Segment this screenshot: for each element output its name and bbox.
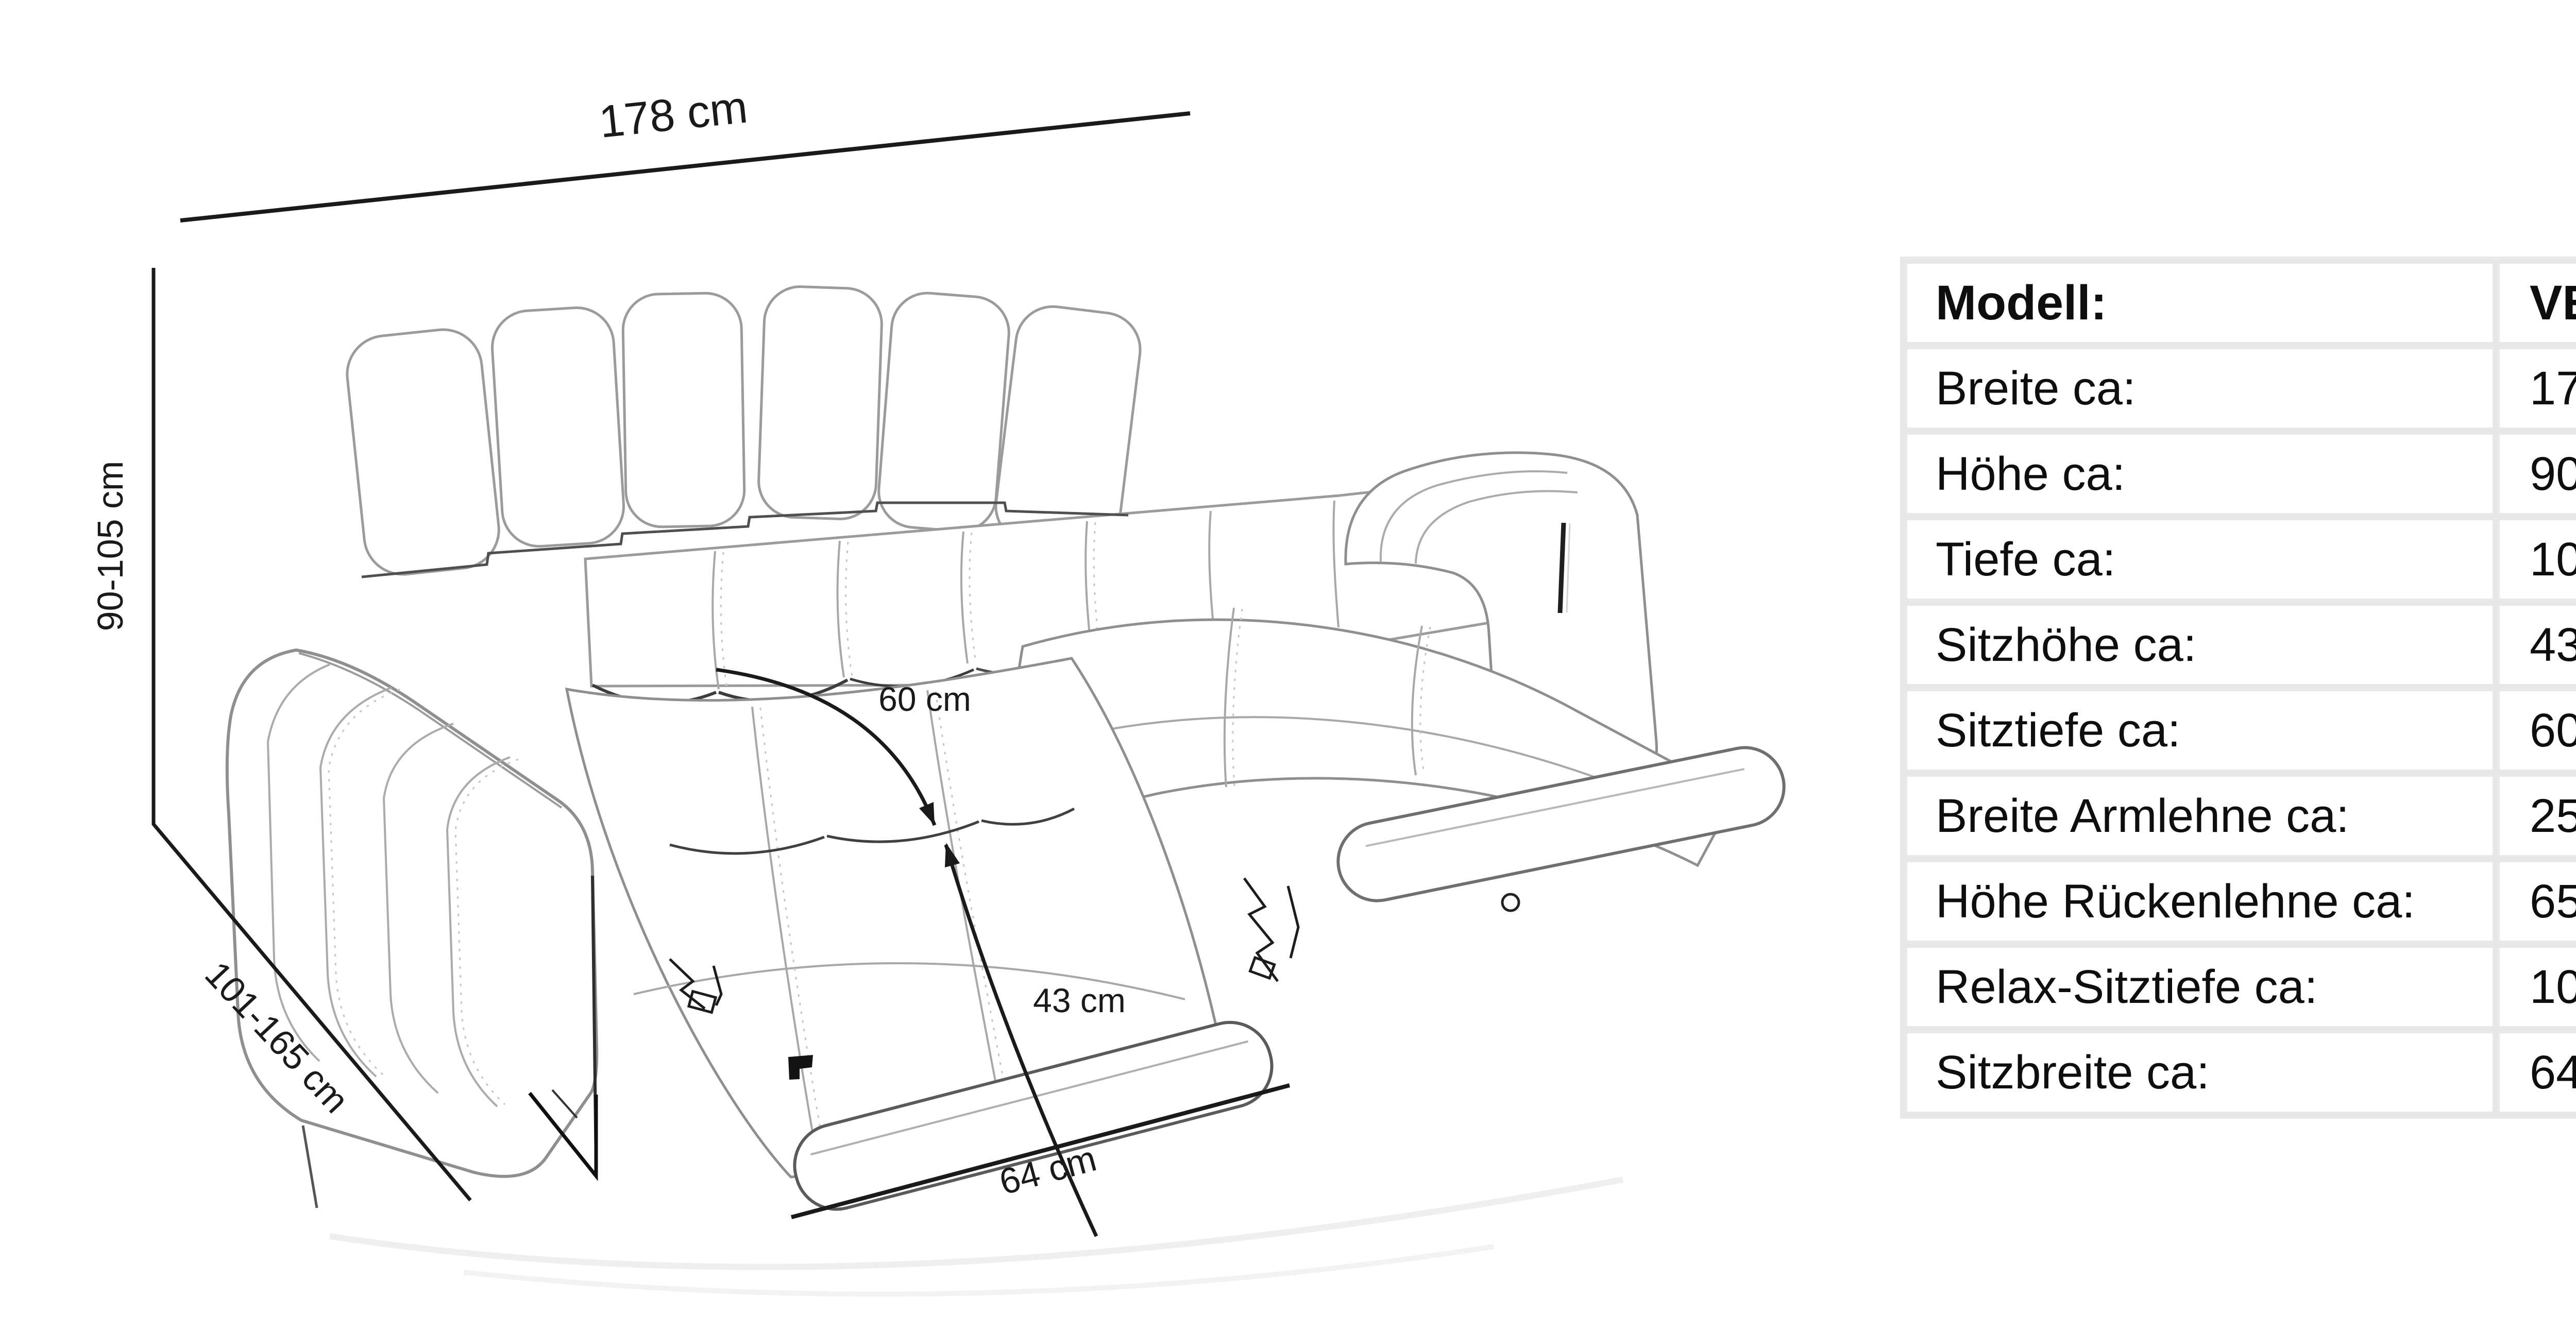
spec-label: Relax-Sitztiefe ca: — [1907, 948, 2493, 1026]
sofa-line-drawing: 178 cm 90-105 cm 101-165 cm 64 cm 60 cm … — [90, 81, 1786, 1297]
left-legrest-stitching — [759, 691, 1016, 1170]
left-footrest-bracket — [788, 1055, 813, 1080]
dimension-label-seat-height: 43 cm — [1033, 981, 1126, 1019]
ground-shadow-lines — [329, 1176, 1624, 1297]
headrest-cushion — [757, 285, 883, 520]
seat-depth-arrowhead-icon — [919, 802, 935, 825]
headrest-cushion — [491, 306, 625, 548]
left-footrest-pad — [793, 1020, 1274, 1211]
left-front-leg — [301, 1125, 318, 1208]
spec-label: Modell: — [1907, 264, 2493, 342]
right-armrest-trim-highlight — [1566, 523, 1571, 613]
spec-label: Höhe ca: — [1907, 435, 2493, 513]
dimension-label-height: 90-105 cm — [90, 461, 130, 632]
headrest-cushions — [346, 285, 1142, 576]
right-armrest-trim-slit — [1557, 522, 1566, 613]
headrest-cushion — [877, 292, 1010, 533]
dimension-arc-seat-height — [944, 844, 1098, 1237]
left-armrest-channels — [266, 663, 511, 1107]
left-blade-leg — [528, 1089, 598, 1181]
dimension-line-seat-width — [790, 1083, 1291, 1219]
dimension-arc-seat-depth — [716, 668, 937, 826]
left-armrest-stitching — [328, 688, 519, 1105]
dimension-label-seat-depth: 60 cm — [878, 680, 971, 718]
left-armrest — [225, 648, 599, 1208]
right-footrest-pad — [1336, 746, 1786, 902]
spec-label: Tiefe ca: — [1907, 520, 2493, 599]
headrest-cushion — [346, 328, 500, 576]
seat-height-arrowhead-icon — [945, 843, 960, 867]
headrest-rail — [361, 501, 1129, 578]
left-legrest-seams — [633, 690, 1185, 1171]
right-caster — [1501, 893, 1520, 912]
seat-cross-crease — [669, 807, 1075, 855]
spec-label: Höhe Rückenlehne ca: — [1907, 862, 2493, 941]
right-legrest-stitching — [1232, 608, 1431, 787]
spec-value: VENETO — [2500, 264, 2576, 342]
spec-value: 103cm — [2500, 948, 2576, 1026]
right-armrest-channels — [1379, 470, 1578, 564]
dimension-line-width — [180, 111, 1191, 223]
right-legrest — [1011, 607, 1786, 982]
right-recliner-mechanism — [1243, 877, 1300, 982]
headrest-cushion — [621, 292, 746, 528]
left-recliner-mechanism — [669, 958, 723, 1014]
spec-label: Breite ca: — [1907, 349, 2493, 428]
left-armrest-ridge — [298, 652, 563, 809]
spec-label: Sitztiefe ca: — [1907, 691, 2493, 770]
spec-value: 25cm — [2500, 777, 2576, 855]
left-armrest-body — [225, 648, 599, 1178]
dimension-label-width: 178 cm — [597, 81, 750, 147]
spec-label: Breite Armlehne ca: — [1907, 777, 2493, 855]
left-legrest — [565, 657, 1274, 1211]
spec-label: Sitzhöhe ca: — [1907, 606, 2493, 684]
dimension-line-height-depth — [151, 268, 472, 1202]
spec-label: Sitzbreite ca: — [1907, 1033, 2493, 1112]
